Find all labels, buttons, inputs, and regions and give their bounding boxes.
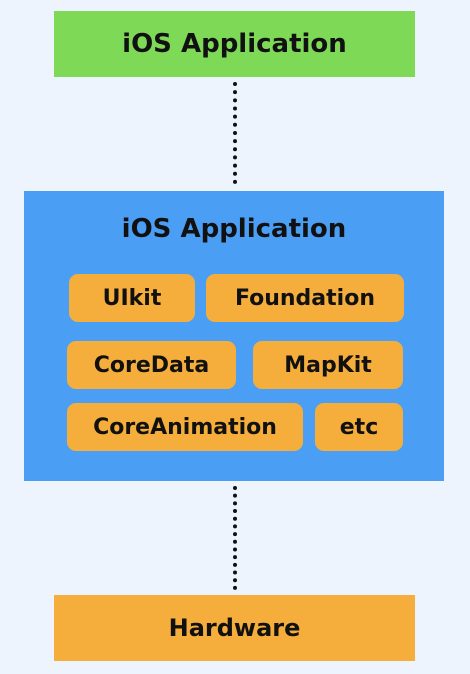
- dotted-connector-top: [233, 82, 237, 184]
- framework-foundation: Foundation: [206, 274, 404, 322]
- ios-application-box: iOS Application: [54, 11, 415, 77]
- dotted-connector-bottom: [233, 486, 237, 590]
- hardware-box: Hardware: [54, 595, 415, 661]
- framework-coreanimation: CoreAnimation: [67, 403, 303, 451]
- frameworks-container-title: iOS Application: [121, 214, 347, 244]
- framework-mapkit: MapKit: [253, 341, 403, 389]
- framework-uikit: UIkit: [69, 274, 195, 322]
- framework-etc: etc: [315, 403, 403, 451]
- framework-coredata: CoreData: [67, 341, 236, 389]
- frameworks-container: iOS Application UIkit Foundation CoreDat…: [24, 191, 444, 481]
